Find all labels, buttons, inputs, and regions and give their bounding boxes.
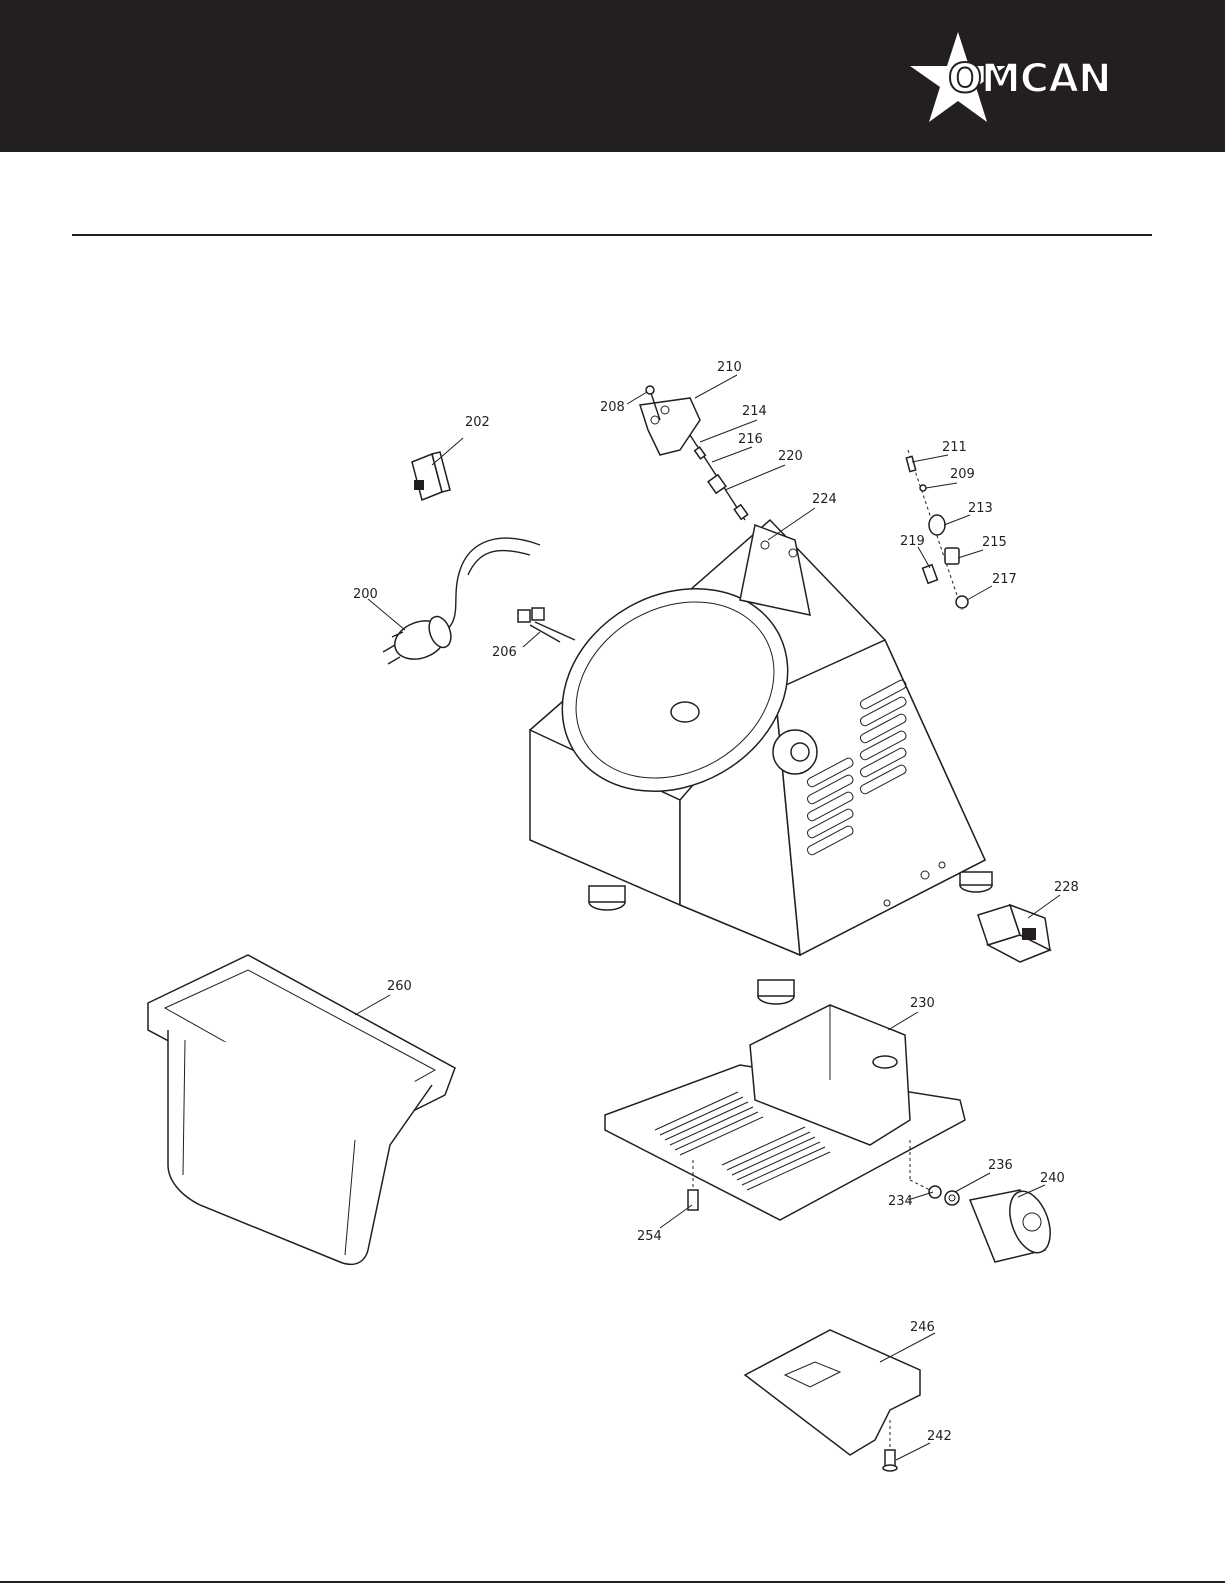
callout-228: 228 [1054, 880, 1079, 895]
capacitor-parts [910, 1140, 1058, 1262]
hinge-bracket-part [640, 386, 700, 455]
callout-242: 242 [927, 1429, 952, 1444]
callout-246: 246 [910, 1320, 935, 1335]
callout-202: 202 [465, 415, 490, 430]
callout-220: 220 [778, 449, 803, 464]
callout-213: 213 [968, 501, 993, 516]
callout-208: 208 [600, 400, 625, 415]
callout-216: 216 [738, 432, 763, 447]
callout-260: 260 [387, 979, 412, 994]
switch-part [412, 452, 450, 500]
callout-217: 217 [992, 572, 1017, 587]
callout-210: 210 [717, 360, 742, 375]
callout-224: 224 [812, 492, 837, 507]
callout-219: 219 [900, 534, 925, 549]
callout-214: 214 [742, 404, 767, 419]
callout-240: 240 [1040, 1171, 1065, 1186]
cover-plate-part [745, 1330, 920, 1471]
callout-236: 236 [988, 1158, 1013, 1173]
food-pan-part [148, 955, 455, 1264]
connector-part [518, 608, 575, 642]
callout-200: 200 [353, 587, 378, 602]
callout-254: 254 [637, 1229, 662, 1244]
hinge-pin-part [690, 435, 748, 520]
base-plate-part [605, 1005, 965, 1220]
callout-211: 211 [942, 440, 967, 455]
callout-230: 230 [910, 996, 935, 1011]
callout-209: 209 [950, 467, 975, 482]
callout-234: 234 [888, 1194, 913, 1209]
leader-lines [355, 375, 1060, 1460]
machine-body [525, 520, 992, 1004]
callout-215: 215 [982, 535, 1007, 550]
receptacle-part [978, 905, 1050, 962]
callout-206: 206 [492, 645, 517, 660]
